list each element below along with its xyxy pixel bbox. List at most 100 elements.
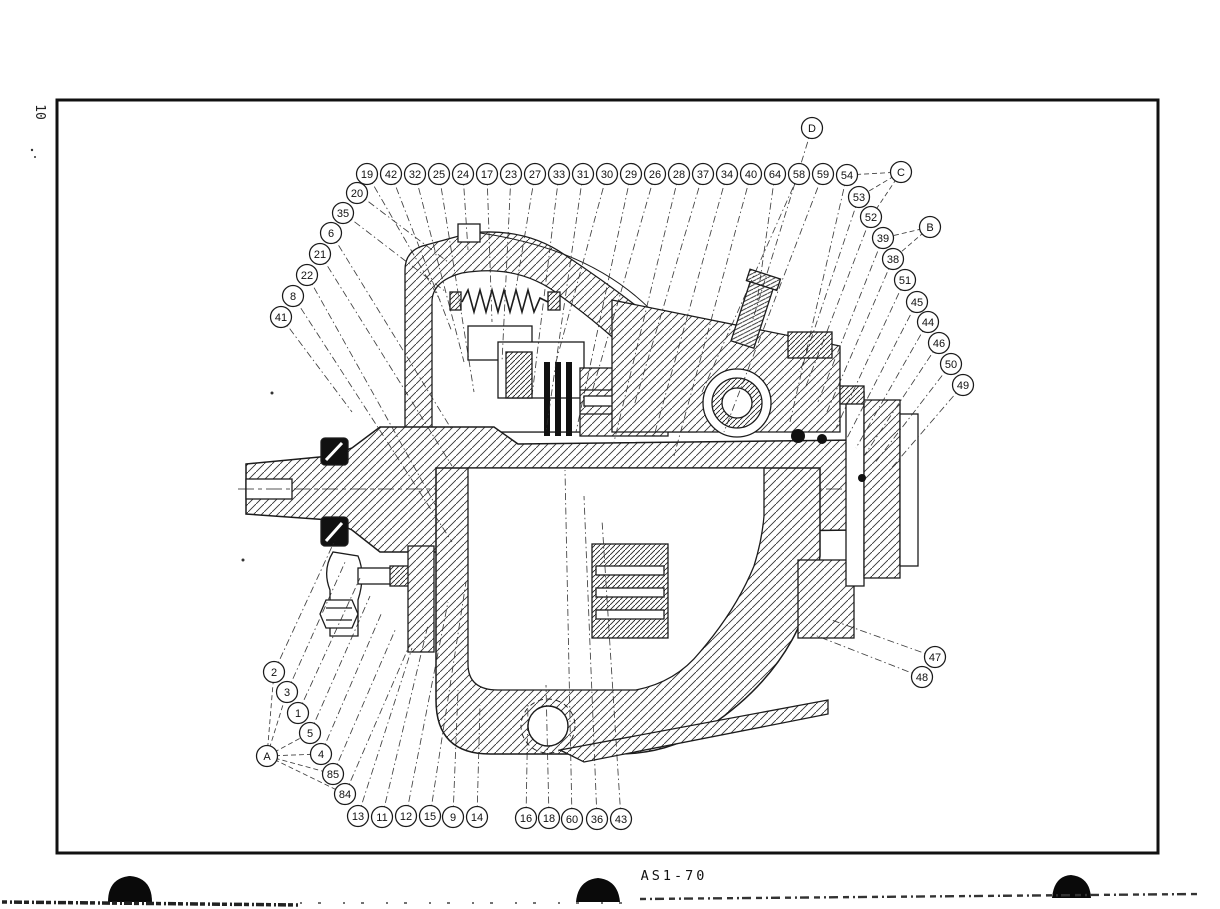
callout-A: A: [255, 744, 279, 768]
callout-circle-50: [939, 352, 963, 376]
callout-circle-31: [571, 162, 595, 186]
callout-circle-28: [667, 162, 691, 186]
callout-circle-26: [643, 162, 667, 186]
callout-label-33: 33: [553, 169, 565, 181]
callout-circle-36: [585, 807, 609, 831]
callout-25: 25: [427, 162, 451, 186]
leader-line-22: [306, 274, 437, 507]
leader-line-6: [330, 232, 453, 431]
callout-circle-20: [345, 181, 369, 205]
leader-line-11: [381, 624, 429, 818]
seal-slash: [324, 441, 344, 462]
callout-label-22: 22: [301, 270, 313, 282]
callout-15: 15: [418, 804, 442, 828]
callout-B: B: [918, 215, 942, 239]
leader-line-14: [476, 704, 481, 818]
callout-circle-85: [321, 762, 345, 786]
callout-circle-27: [523, 162, 547, 186]
callout-circle-22: [295, 263, 319, 287]
right-cover: [611, 299, 841, 433]
callout-label-59: 59: [817, 169, 829, 181]
leader-line-5: [309, 595, 371, 734]
callout-label-9: 9: [450, 812, 456, 824]
seal-ring: [566, 362, 572, 436]
callout-18: 18: [537, 806, 561, 830]
callout-label-44: 44: [922, 317, 934, 329]
leader-line-37: [633, 173, 704, 407]
callout-label-54: 54: [841, 170, 853, 182]
callout-11: 11: [370, 805, 394, 829]
front-plate: [407, 545, 435, 653]
adjusting-bolt: [730, 268, 782, 350]
leader-line-8: [292, 295, 453, 543]
spring-seat-left: [449, 291, 462, 311]
callout-48: 48: [910, 665, 934, 689]
callout-16: 16: [514, 806, 538, 830]
callout-circle-51: [893, 268, 917, 292]
callout-label-C: C: [897, 167, 905, 179]
callout-64: 64: [763, 162, 787, 186]
bearing-ball: [817, 434, 827, 444]
group-link-A-85: [266, 755, 334, 775]
leader-line-47: [825, 617, 936, 658]
callout-circle-17: [475, 162, 499, 186]
callout-circle-49: [951, 373, 975, 397]
leader-line-D: [751, 127, 813, 323]
callout-label-17: 17: [481, 169, 493, 181]
callout-label-30: 30: [601, 169, 613, 181]
callout-circle-5: [298, 721, 322, 745]
callout-3: 3: [275, 680, 299, 704]
callout-circle-B: [918, 215, 942, 239]
leader-line-54: [789, 174, 848, 423]
gear-gap: [595, 587, 665, 598]
seal-ring-stack: [544, 362, 572, 436]
callout-label-43: 43: [615, 814, 627, 826]
leader-line-19: [366, 173, 441, 301]
callout-circle-12: [394, 804, 418, 828]
leader-line-64: [756, 173, 776, 303]
callout-label-45: 45: [911, 297, 923, 309]
callout-circle-58: [787, 162, 811, 186]
callout-30: 30: [595, 162, 619, 186]
callout-58: 58: [787, 162, 811, 186]
callout-circle-32: [403, 162, 427, 186]
leader-line-20: [356, 192, 449, 263]
spring-coil: [461, 286, 549, 316]
callout-label-34: 34: [721, 169, 733, 181]
callout-circle-6: [319, 221, 343, 245]
callout-circle-2: [262, 660, 286, 684]
callout-26: 26: [643, 162, 667, 186]
callout-label-A: A: [263, 751, 271, 763]
group-link-A-2: [266, 671, 275, 757]
callout-label-39: 39: [877, 233, 889, 245]
callout-circle-47: [923, 645, 947, 669]
callout-40: 40: [739, 162, 763, 186]
callout-label-52: 52: [865, 212, 877, 224]
callout-2: 2: [262, 660, 286, 684]
shaft-seals: [320, 437, 349, 547]
callout-label-41: 41: [275, 312, 287, 324]
callout-23: 23: [499, 162, 523, 186]
callout-label-12: 12: [400, 811, 412, 823]
pin: [858, 474, 866, 482]
top-flange-tab: [457, 223, 481, 243]
callout-circle-18: [537, 806, 561, 830]
gear-gap: [595, 609, 665, 620]
callout-21: 21: [308, 242, 332, 266]
seal-slash: [324, 522, 344, 542]
leader-line-50: [873, 363, 952, 465]
callout-1: 1: [286, 701, 310, 725]
callout-circle-C: [889, 160, 913, 184]
callout-D: D: [800, 116, 824, 140]
speck: [30, 148, 34, 152]
rear-lower-block: [797, 559, 855, 639]
callout-label-32: 32: [409, 169, 421, 181]
callout-circle-33: [547, 162, 571, 186]
speckle-band-left: [1, 900, 301, 907]
spring: [449, 286, 561, 316]
callout-33: 33: [547, 162, 571, 186]
binder-hole-blob-right: [1052, 875, 1091, 898]
leader-line-59: [723, 173, 824, 433]
